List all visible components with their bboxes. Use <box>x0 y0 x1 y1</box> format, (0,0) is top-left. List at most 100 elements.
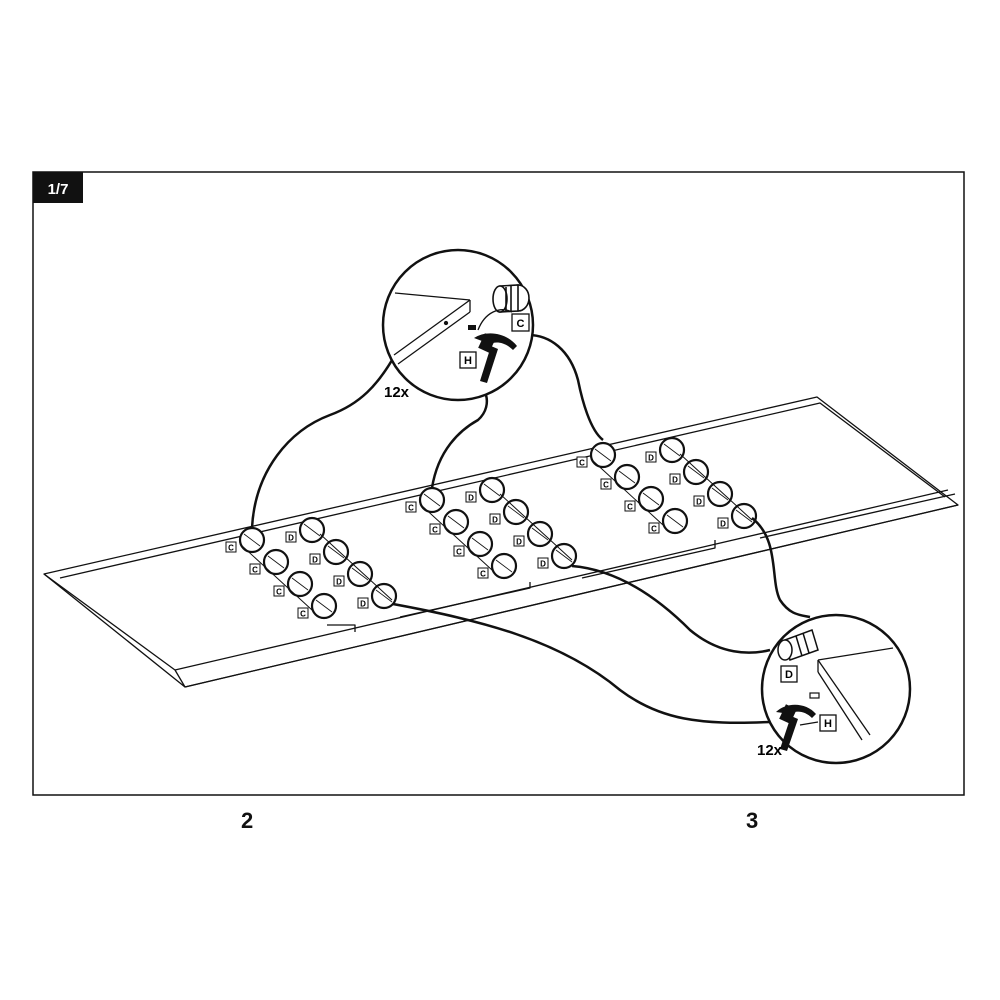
hole-center-mark <box>642 492 660 506</box>
step-badge-text: 1/7 <box>48 181 69 198</box>
plastic-anchor-icon <box>777 629 819 661</box>
hole-center-mark <box>711 487 729 501</box>
board-panel <box>43 396 959 688</box>
hole-outline <box>499 493 573 561</box>
tool-label-h-top: H <box>464 355 472 367</box>
hole-center-mark <box>423 493 441 507</box>
leader-bottom-1 <box>392 602 771 725</box>
hole-center-mark <box>663 443 681 457</box>
hole-center-mark <box>483 483 501 497</box>
hole-label-c-box <box>249 563 261 575</box>
hole-label-c-box <box>405 501 417 513</box>
hole-label-d: D <box>336 578 342 587</box>
quantity-bottom: 12x <box>757 742 783 759</box>
hole-label-d: D <box>516 538 522 547</box>
hammer-icon <box>474 333 517 383</box>
hole-center-mark <box>267 555 285 569</box>
hole-outline <box>590 458 664 526</box>
hole-center-mark <box>495 559 513 573</box>
hole-center-mark <box>531 527 549 541</box>
hole-label-c-box <box>225 541 237 553</box>
hole-center-mark <box>735 509 753 523</box>
quantity-top: 12x <box>384 384 410 401</box>
hole-center-mark <box>291 577 309 591</box>
hole-center-mark <box>447 515 465 529</box>
hole-center-mark <box>594 448 612 462</box>
leader-top-left <box>250 354 397 529</box>
hole-center-mark <box>618 470 636 484</box>
callout-bottom-detail: D H 12x <box>757 613 912 765</box>
leader-bottom-3 <box>751 517 811 619</box>
hole-label-c: C <box>480 570 486 579</box>
hole-label-d: D <box>720 520 726 529</box>
hole-label-d-box <box>465 491 477 503</box>
callout-leader-lines <box>250 333 811 725</box>
hole-center-mark <box>327 545 345 559</box>
step-frame <box>32 171 965 796</box>
hammer-icon <box>776 704 816 751</box>
hole-label-d: D <box>696 498 702 507</box>
hole-outline <box>419 503 493 571</box>
hole-label-c: C <box>432 526 438 535</box>
hole-center-mark <box>507 505 525 519</box>
hole-label-c: C <box>228 544 234 553</box>
hole-outline <box>239 543 313 611</box>
hole-label-c: C <box>408 504 414 513</box>
hole-label-c-box <box>600 478 612 490</box>
hole-label-d-box <box>357 597 369 609</box>
hole-label-d-box <box>537 557 549 569</box>
hole-label-d-box <box>669 473 681 485</box>
part-label-d: D <box>785 669 793 681</box>
next-step-number-2: 2 <box>241 808 254 833</box>
hole-label-d-box <box>285 531 297 543</box>
hole-label-d: D <box>468 494 474 503</box>
hole-label-c: C <box>651 525 657 534</box>
hole-label-c: C <box>300 610 306 619</box>
hole-center-mark <box>243 533 261 547</box>
hole-label-c-box <box>576 456 588 468</box>
hole-center-mark <box>555 549 573 563</box>
hole-label-c-box <box>624 500 636 512</box>
hole-label-c: C <box>252 566 258 575</box>
hole-label-d: D <box>492 516 498 525</box>
leader-top-middle <box>430 394 489 489</box>
hole-label-d-box <box>717 517 729 529</box>
hole-label-c: C <box>456 548 462 557</box>
hole-label-c: C <box>627 503 633 512</box>
hole-outline <box>319 533 393 601</box>
step-badge: 1/7 <box>33 172 83 203</box>
hole-label-d-box <box>489 513 501 525</box>
leader-bottom-2 <box>571 564 771 654</box>
hole-center-mark <box>666 514 684 528</box>
part-label-c: C <box>517 318 525 330</box>
hole-label-d: D <box>648 454 654 463</box>
next-step-number-3: 3 <box>746 808 759 833</box>
wooden-dowel-icon <box>492 284 530 313</box>
hole-label-c: C <box>579 459 585 468</box>
hole-label-c: C <box>276 588 282 597</box>
hole-label-c-box <box>453 545 465 557</box>
hole-label-d-box <box>645 451 657 463</box>
hole-label-d-box <box>513 535 525 547</box>
hole-label-c-box <box>297 607 309 619</box>
hole-label-c-box <box>477 567 489 579</box>
hole-center-mark <box>375 589 393 603</box>
hole-center-mark <box>315 599 333 613</box>
hole-label-d-box <box>333 575 345 587</box>
hole-label-d-box <box>693 495 705 507</box>
hole-center-mark <box>351 567 369 581</box>
hole-label-d: D <box>360 600 366 609</box>
hole-outline <box>679 453 753 521</box>
callout-top-detail: C H 12x <box>381 248 535 402</box>
leader-top-right <box>527 333 604 441</box>
hole-label-d: D <box>540 560 546 569</box>
hole-center-mark <box>687 465 705 479</box>
hole-label-d: D <box>672 476 678 485</box>
hole-label-c-box <box>648 522 660 534</box>
tool-label-h-bottom: H <box>824 718 832 730</box>
hole-label-c-box <box>429 523 441 535</box>
hole-label-d-box <box>309 553 321 565</box>
hole-center-mark <box>303 523 321 537</box>
